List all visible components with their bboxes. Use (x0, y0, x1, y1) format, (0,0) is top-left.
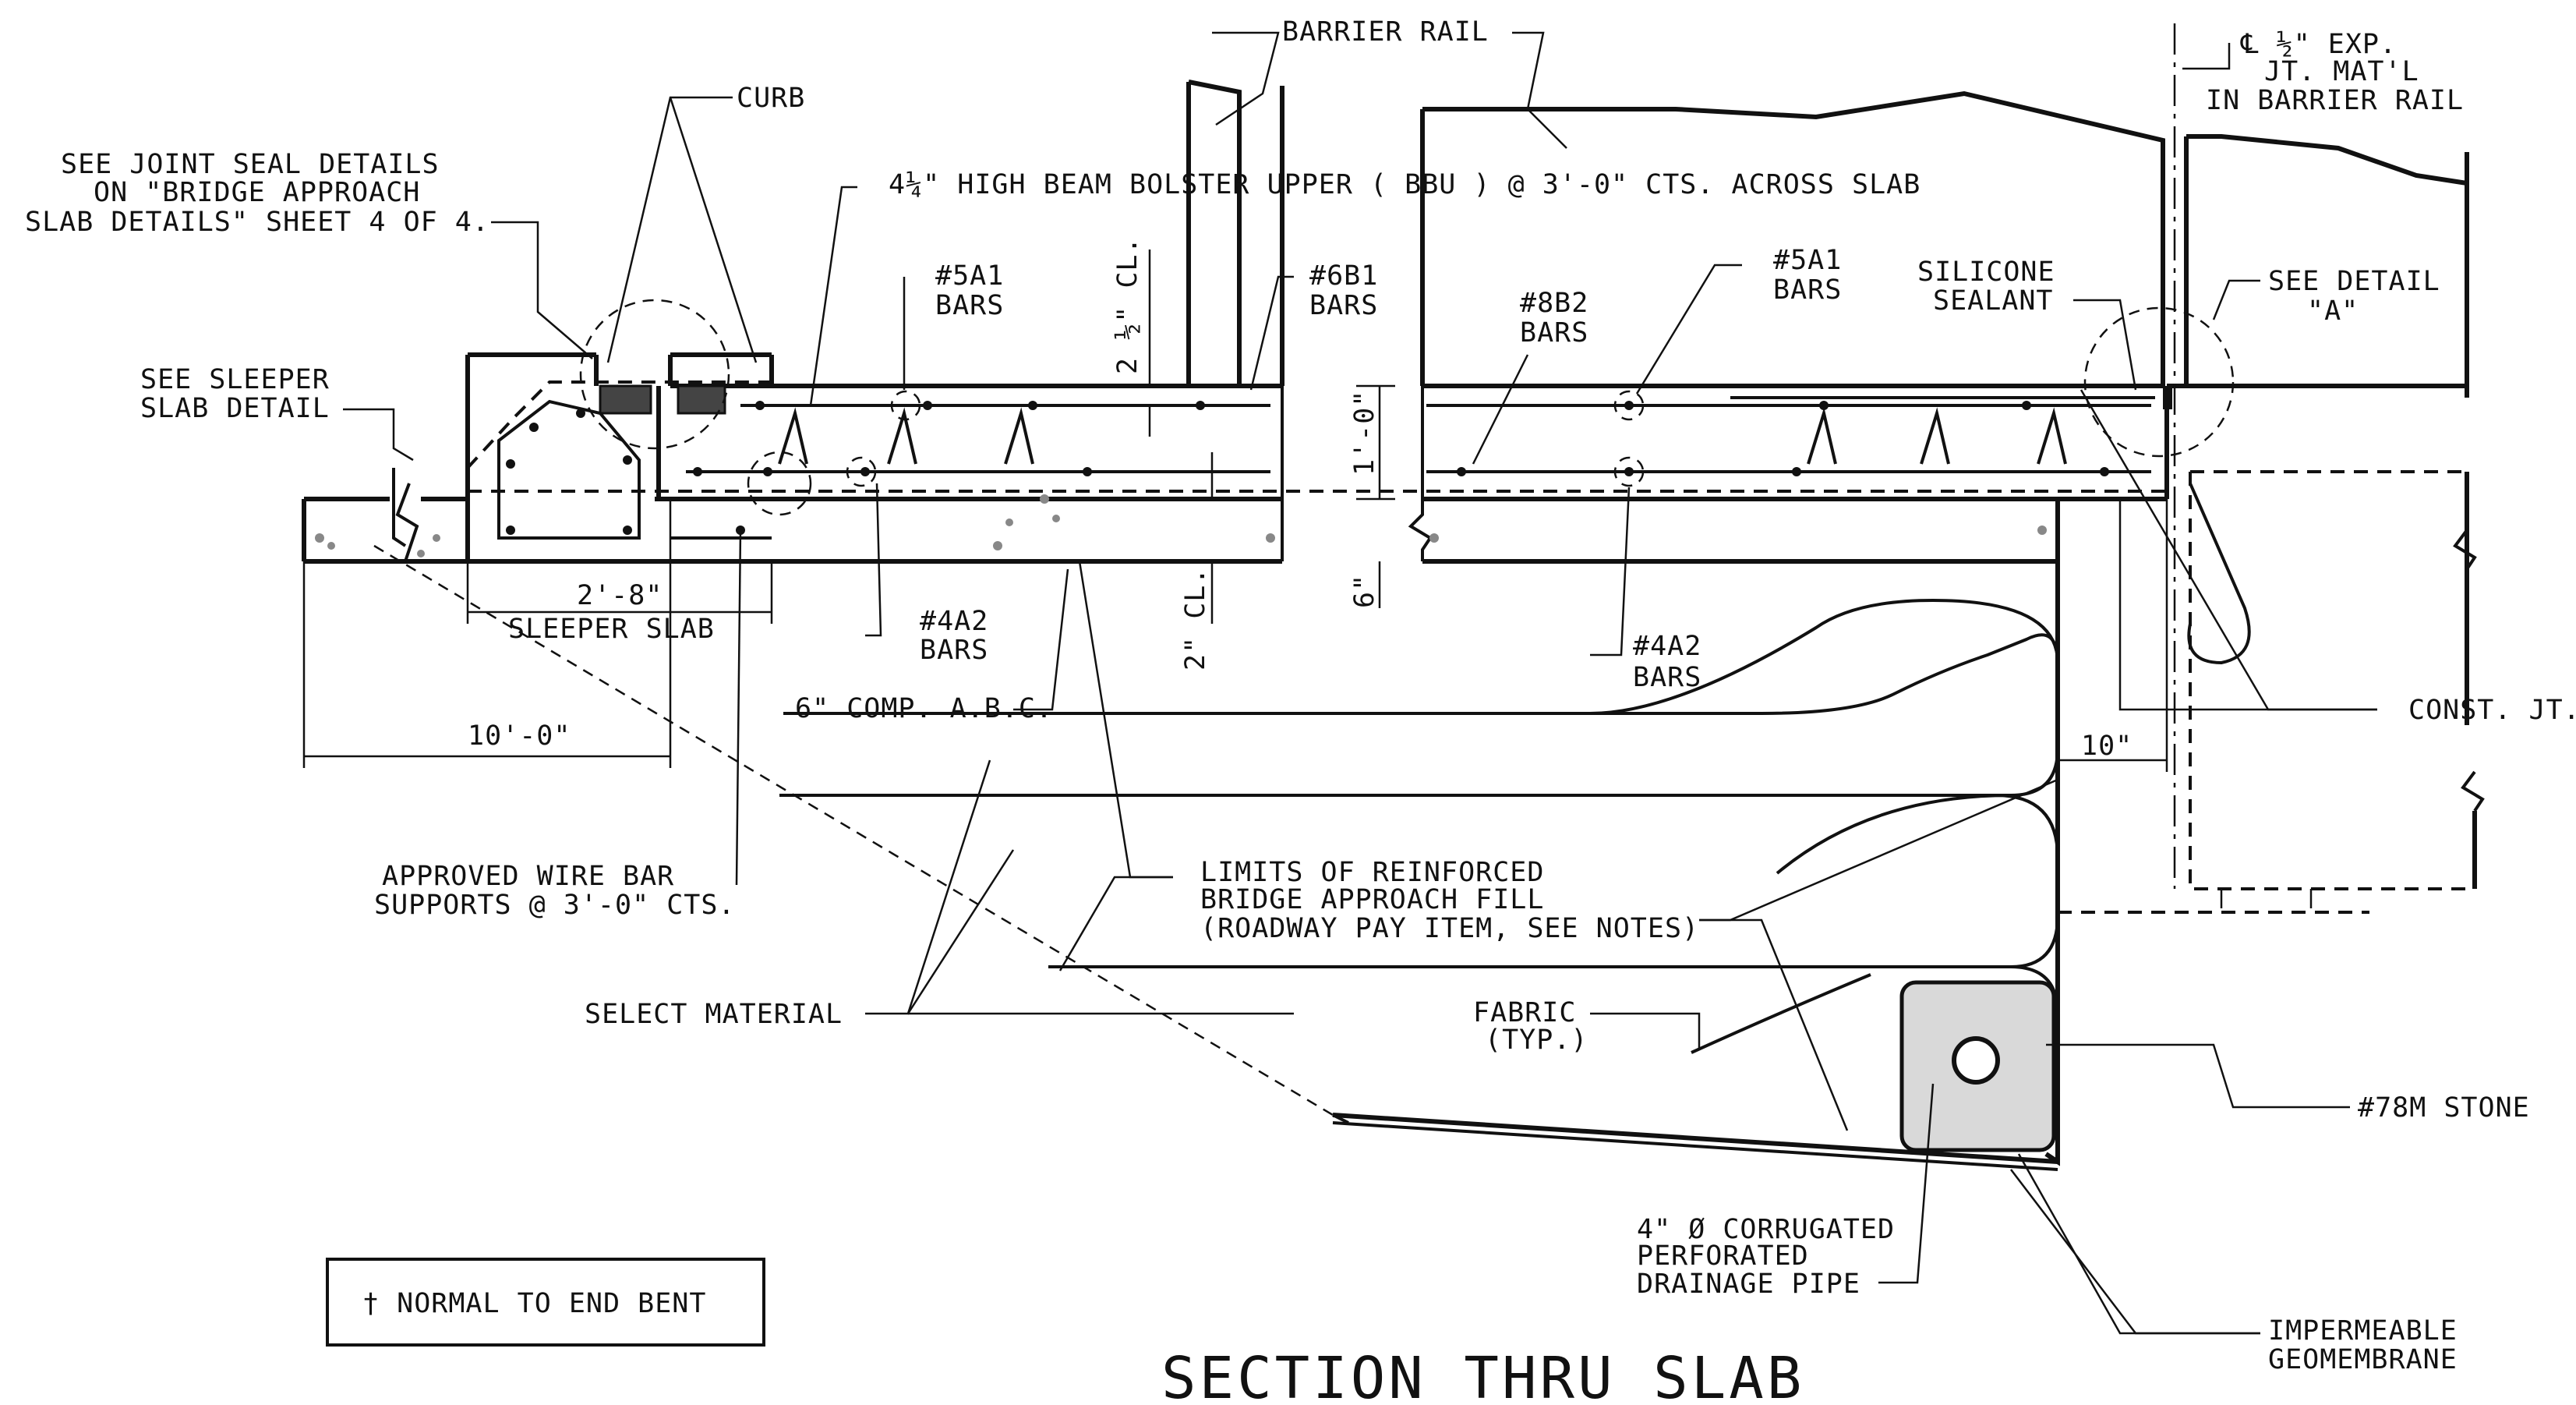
label-fabric-1: FABRIC (1473, 997, 1576, 1028)
detail-callouts (579, 299, 2235, 516)
label-5a1-left-1: #5A1 (935, 260, 1004, 292)
label-abc: 6" COMP. A.B.C. (795, 693, 1053, 724)
label-4a2-left-1: #4A2 (920, 606, 988, 637)
slab-structure (302, 23, 2485, 1166)
label-stone: #78M STONE (2358, 1092, 2530, 1124)
label-limits-3: (ROADWAY PAY ITEM, SEE NOTES) (1200, 913, 1699, 944)
label-4a2-right-2: BARS (1633, 662, 1701, 693)
label-joint-seal-3: SLAB DETAILS" SHEET 4 OF 4. (25, 207, 489, 238)
label-curb: CURB (737, 83, 805, 114)
label-dim-6in: 6" (1349, 574, 1380, 608)
label-silicone-1: SILICONE (1917, 257, 2055, 288)
label-silicone-2: SEALANT (1933, 285, 2054, 317)
label-dim-10ft: 10'-0" (468, 720, 571, 752)
label-exp-jt-2: JT. MAT'L (2264, 56, 2419, 87)
reinforcement (466, 380, 2172, 540)
label-detail-a-1: SEE DETAIL (2268, 266, 2440, 297)
label-4a2-left-2: BARS (920, 635, 988, 666)
label-wire-supports-1: APPROVED WIRE BAR (382, 861, 674, 892)
label-limits-2: BRIDGE APPROACH FILL (1200, 884, 1544, 915)
label-sleeper-detail-2: SLAB DETAIL (140, 393, 330, 424)
legend-box (326, 1258, 765, 1347)
label-joint-seal-2: ON "BRIDGE APPROACH (94, 177, 420, 208)
drawing-title: SECTION THRU SLAB (1161, 1345, 1804, 1405)
label-fabric-2: (TYP.) (1485, 1025, 1588, 1056)
label-4a2-right-1: #4A2 (1633, 631, 1701, 662)
label-bolster: 4¼" HIGH BEAM BOLSTER UPPER ( BBU ) @ 3'… (889, 169, 1921, 200)
label-sleeper-slab: SLEEPER SLAB (508, 614, 715, 645)
label-geomembrane-2: GEOMEMBRANE (2268, 1344, 2458, 1375)
dimensions (302, 250, 2168, 772)
label-8b2-2: BARS (1520, 317, 1588, 349)
fill-zones (315, 494, 2059, 1171)
label-exp-jt-1: ℄ ½" EXP. (2240, 29, 2397, 60)
label-clear-bottom: 2" CL. (1180, 568, 1211, 671)
label-6b1-1: #6B1 (1309, 260, 1378, 292)
label-5a1-right-2: BARS (1773, 274, 1842, 306)
legend-text: † NORMAL TO END BENT (362, 1288, 706, 1319)
label-clear-top: 2 ½" CL. (1112, 236, 1143, 374)
labels: BARRIER RAIL ℄ ½" EXP. JT. MAT'L IN BARR… (25, 16, 2576, 1405)
label-wire-supports-2: SUPPORTS @ 3'-0" CTS. (374, 890, 736, 921)
label-pipe-1: 4" Ø CORRUGATED (1637, 1214, 1895, 1245)
label-barrier-rail: BARRIER RAIL (1282, 16, 1489, 48)
label-5a1-right-1: #5A1 (1773, 245, 1842, 276)
label-6b1-2: BARS (1309, 290, 1378, 321)
label-5a1-left-2: BARS (935, 290, 1004, 321)
label-dim-10in: 10" (2081, 731, 2133, 762)
leaders (343, 31, 2377, 1335)
label-sleeper-detail-1: SEE SLEEPER (140, 364, 330, 395)
label-exp-jt-3: IN BARRIER RAIL (2206, 85, 2464, 116)
label-select-material: SELECT MATERIAL (585, 999, 843, 1030)
label-pipe-2: PERFORATED (1637, 1240, 1809, 1272)
label-detail-a-2: "A" (2307, 296, 2359, 327)
label-const-jt: CONST. JT. (2408, 695, 2576, 726)
label-geomembrane-1: IMPERMEABLE (2268, 1315, 2458, 1347)
label-pipe-3: DRAINAGE PIPE (1637, 1269, 1860, 1300)
label-joint-seal-1: SEE JOINT SEAL DETAILS (61, 149, 440, 180)
label-dim-sleeper: 2'-8" (577, 580, 663, 611)
label-8b2-1: #8B2 (1520, 288, 1588, 319)
label-limits-1: LIMITS OF REINFORCED (1200, 857, 1544, 888)
label-dim-1ft: 1'-0" (1349, 390, 1380, 476)
